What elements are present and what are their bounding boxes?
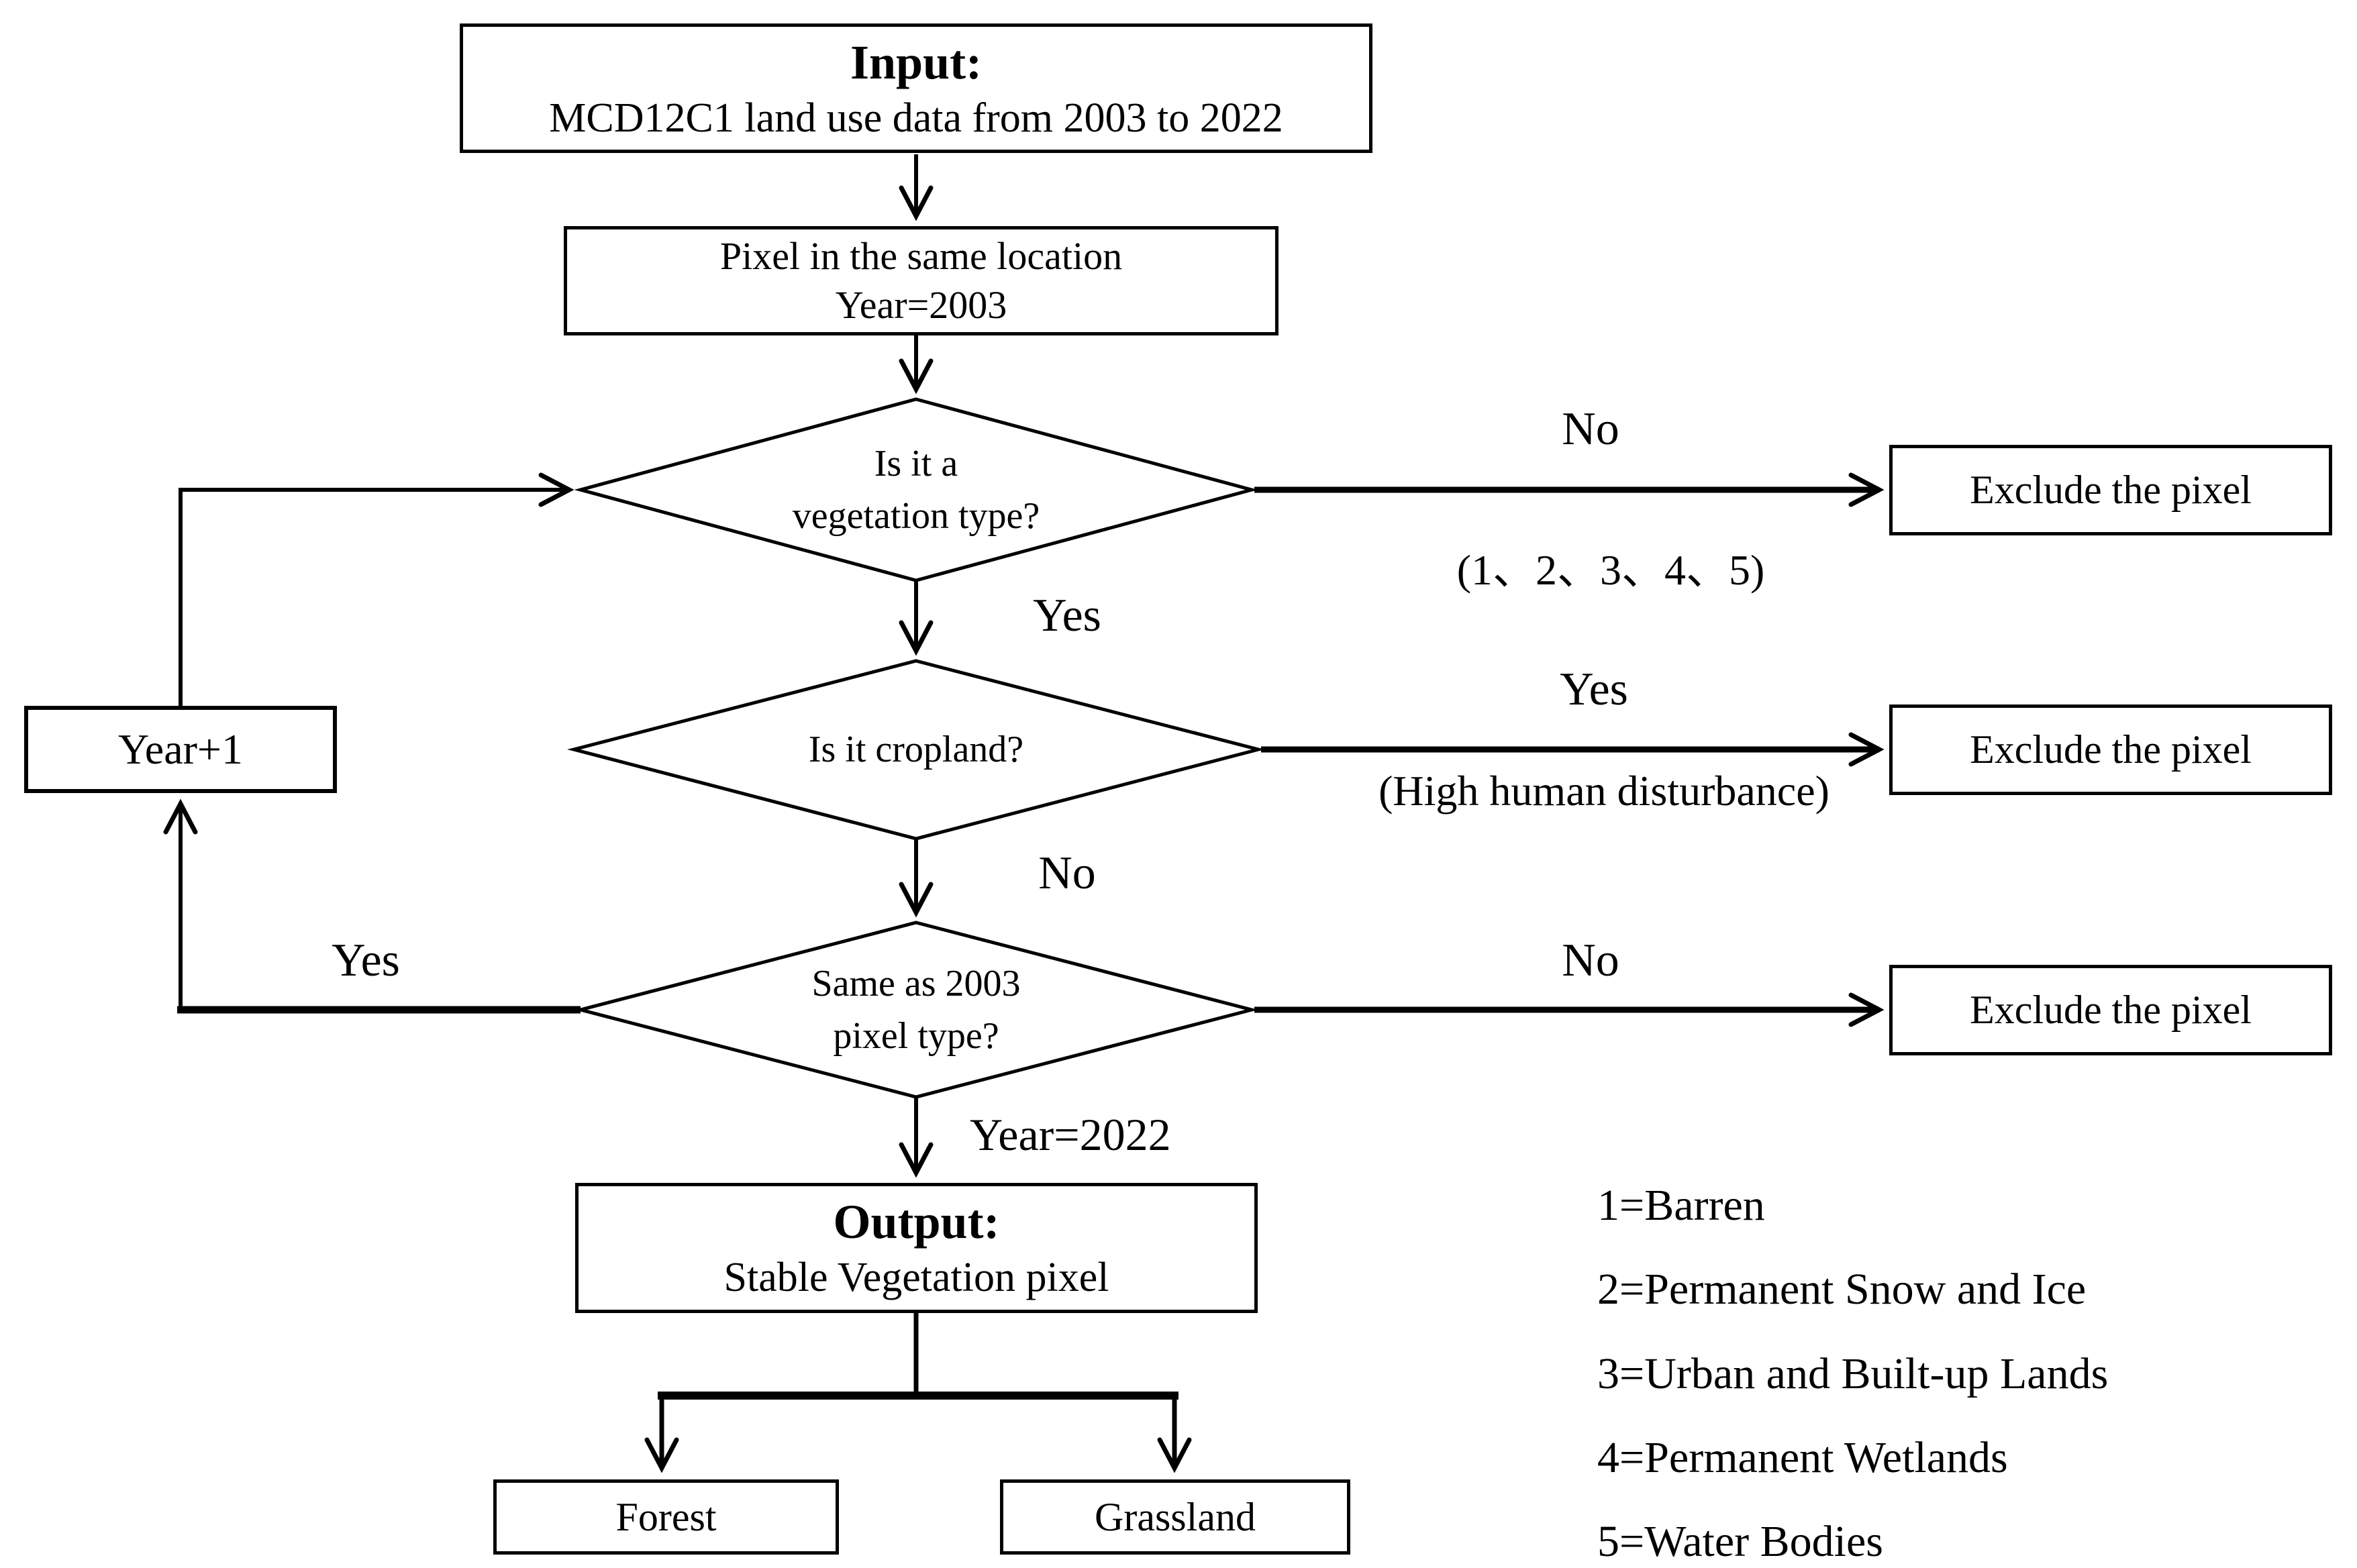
node-pixel-location: Pixel in the same location Year=2003: [564, 226, 1278, 335]
same-type-check-line1: Same as 2003: [811, 962, 1021, 1004]
label-cropland-yes-note: (High human disturbance): [1378, 767, 1829, 815]
same-type-check-text: Same as 2003 pixel type?: [648, 949, 1185, 1070]
label-vegetation-yes: Yes: [1033, 590, 1101, 641]
exclude-cropland-label: Exclude the pixel: [1970, 727, 2252, 772]
node-exclude-vegetation: Exclude the pixel: [1889, 445, 2332, 535]
forest-label: Forest: [615, 1494, 717, 1539]
legend-item-barren: 1=Barren: [1597, 1181, 1765, 1230]
label-end-condition: Year=2022: [970, 1109, 1171, 1160]
label-vegetation-no-note: (1、2、3、4、5): [1456, 546, 1765, 594]
pixel-location-line1: Pixel in the same location: [719, 234, 1123, 278]
edge-year-loop: [179, 472, 574, 706]
label-cropland-no: No: [1038, 847, 1096, 899]
label-cropland-yes: Yes: [1560, 664, 1628, 715]
legend: 1=Barren 2=Permanent Snow and Ice 3=Urba…: [1597, 1182, 2108, 1565]
grassland-label: Grassland: [1095, 1494, 1256, 1539]
legend-item-water: 5=Water Bodies: [1597, 1517, 1883, 1567]
node-output: Output: Stable Vegetation pixel: [575, 1183, 1258, 1313]
cropland-check-label: Is it cropland?: [808, 728, 1024, 770]
input-title: Input:: [850, 35, 983, 89]
label-vegetation-no: No: [1562, 403, 1619, 455]
node-forest: Forest: [493, 1479, 839, 1555]
legend-item-urban: 3=Urban and Built-up Lands: [1597, 1349, 2109, 1398]
cropland-check-text: Is it cropland?: [648, 723, 1185, 776]
node-grassland: Grassland: [1000, 1479, 1350, 1555]
vegetation-check-line2: vegetation type?: [792, 495, 1040, 537]
output-subtitle: Stable Vegetation pixel: [723, 1255, 1109, 1301]
exclude-changed-label: Exclude the pixel: [1970, 988, 2252, 1032]
pixel-location-line2: Year=2003: [835, 282, 1007, 327]
label-same-no: No: [1562, 935, 1619, 986]
node-exclude-changed: Exclude the pixel: [1889, 965, 2332, 1055]
vegetation-check-line1: Is it a: [874, 442, 958, 484]
node-year-increment: Year+1: [24, 706, 337, 793]
input-subtitle: MCD12C1 land use data from 2003 to 2022: [549, 95, 1283, 141]
output-title: Output:: [833, 1195, 1000, 1249]
year-increment-label: Year+1: [117, 725, 244, 773]
node-exclude-cropland: Exclude the pixel: [1889, 704, 2332, 795]
node-input: Input: MCD12C1 land use data from 2003 t…: [460, 23, 1372, 153]
exclude-vegetation-label: Exclude the pixel: [1970, 468, 2252, 512]
vegetation-check-text: Is it a vegetation type?: [648, 429, 1185, 550]
same-type-check-line2: pixel type?: [833, 1015, 999, 1057]
legend-item-snow-ice: 2=Permanent Snow and Ice: [1597, 1265, 2087, 1314]
label-same-yes: Yes: [332, 935, 400, 986]
legend-item-wetlands: 4=Permanent Wetlands: [1597, 1432, 2008, 1482]
